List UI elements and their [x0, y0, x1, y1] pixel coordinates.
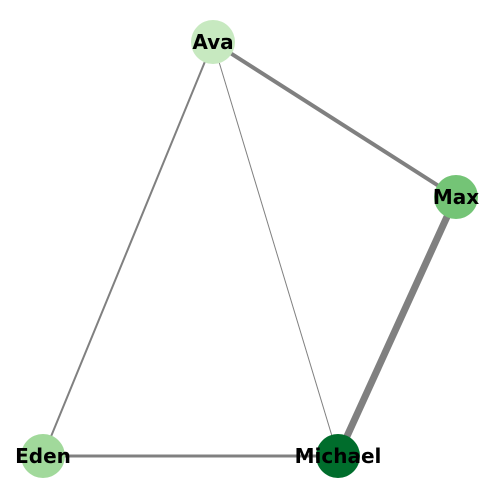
- node-label-eden: Eden: [15, 444, 71, 468]
- edge-ava-michael: [212, 41, 339, 457]
- edge-ava-eden: [42, 41, 214, 457]
- node-michael[interactable]: Michael: [295, 434, 382, 478]
- node-circle-max: [434, 175, 478, 219]
- node-label-michael: Michael: [295, 444, 382, 468]
- node-circle-michael: [316, 434, 360, 478]
- node-max[interactable]: Max: [433, 175, 479, 219]
- edges-layer: [42, 40, 460, 458]
- node-circle-eden: [21, 434, 65, 478]
- node-eden[interactable]: Eden: [15, 434, 71, 478]
- node-label-ava: Ava: [192, 30, 233, 54]
- node-ava[interactable]: Ava: [191, 20, 235, 64]
- edge-ava-max: [211, 40, 458, 199]
- node-circle-ava: [191, 20, 235, 64]
- edge-max-michael: [334, 195, 460, 458]
- node-label-max: Max: [433, 185, 479, 209]
